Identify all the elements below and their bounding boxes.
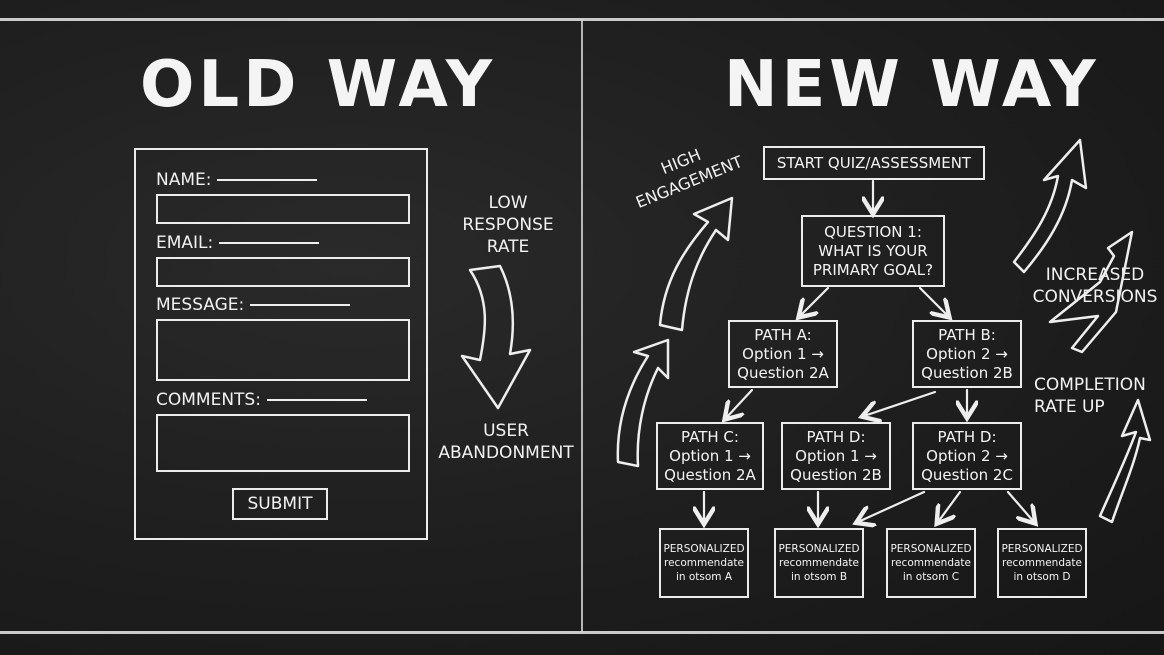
arrow-path-b-to-d1 xyxy=(864,390,937,416)
completion-rate-note: COMPLETION RATE UP xyxy=(1034,375,1146,417)
path-d1-box: PATH D: Option 1 → Question 2B xyxy=(781,422,891,490)
result-box-c: PERSONALIZED recommendate in otsom C xyxy=(886,528,976,598)
path-d2-box: PATH D: Option 2 → Question 2C xyxy=(912,422,1022,490)
path-a-box: PATH A: Option 1 → Question 2A xyxy=(728,320,838,388)
completion-up-arrow xyxy=(1098,398,1152,524)
message-label: MESSAGE: xyxy=(156,295,351,315)
contact-form: NAME: EMAIL: MESSAGE: COMMENTS: SUBMIT xyxy=(134,148,428,540)
center-divider xyxy=(581,20,583,632)
low-response-note: LOW RESPONSE RATE xyxy=(462,193,554,257)
arrow-q1-to-path-b xyxy=(918,286,948,316)
conversions-up-arrow xyxy=(1012,138,1088,274)
comments-field[interactable] xyxy=(156,414,410,472)
new-way-title: NEW WAY xyxy=(724,48,1100,122)
result-box-d: PERSONALIZED recommendate in otsom D xyxy=(997,528,1087,598)
question-1-box: QUESTION 1: WHAT IS YOUR PRIMARY GOAL? xyxy=(801,215,945,287)
name-field[interactable] xyxy=(156,194,410,224)
path-c-box: PATH C: Option 1 → Question 2A xyxy=(656,422,764,490)
frame-bottom-line xyxy=(0,631,1164,634)
email-field[interactable] xyxy=(156,257,410,287)
arrow-path-a-to-c xyxy=(726,388,754,418)
high-engagement-up-arrow xyxy=(658,196,734,332)
user-abandonment-note: USER ABANDONMENT xyxy=(438,421,574,463)
conversions-zigzag-arrow xyxy=(1048,230,1134,354)
arrow-d2-to-result-b xyxy=(858,490,926,522)
name-label: NAME: xyxy=(156,170,318,190)
arrow-q1-to-path-a xyxy=(800,286,830,316)
result-box-a: PERSONALIZED recommendate in otsom A xyxy=(659,528,749,598)
submit-button[interactable]: SUBMIT xyxy=(232,488,328,520)
arrow-d2-to-result-d xyxy=(1006,490,1034,522)
path-b-box: PATH B: Option 2 → Question 2B xyxy=(912,320,1022,388)
old-way-title: OLD WAY xyxy=(140,48,497,122)
arrow-d2-to-result-c xyxy=(938,490,962,522)
frame-top-line xyxy=(0,18,1164,21)
email-label: EMAIL: xyxy=(156,233,320,253)
message-field[interactable] xyxy=(156,319,410,381)
comments-label: COMMENTS: xyxy=(156,390,367,410)
left-lower-up-arrow xyxy=(616,338,670,468)
result-box-b: PERSONALIZED recommendate in otsom B xyxy=(774,528,864,598)
increased-conversions-note: INCREASED CONVERSIONS xyxy=(1032,265,1158,307)
low-response-down-arrow xyxy=(460,264,532,410)
start-quiz-box: START QUIZ/ASSESSMENT xyxy=(763,146,985,180)
